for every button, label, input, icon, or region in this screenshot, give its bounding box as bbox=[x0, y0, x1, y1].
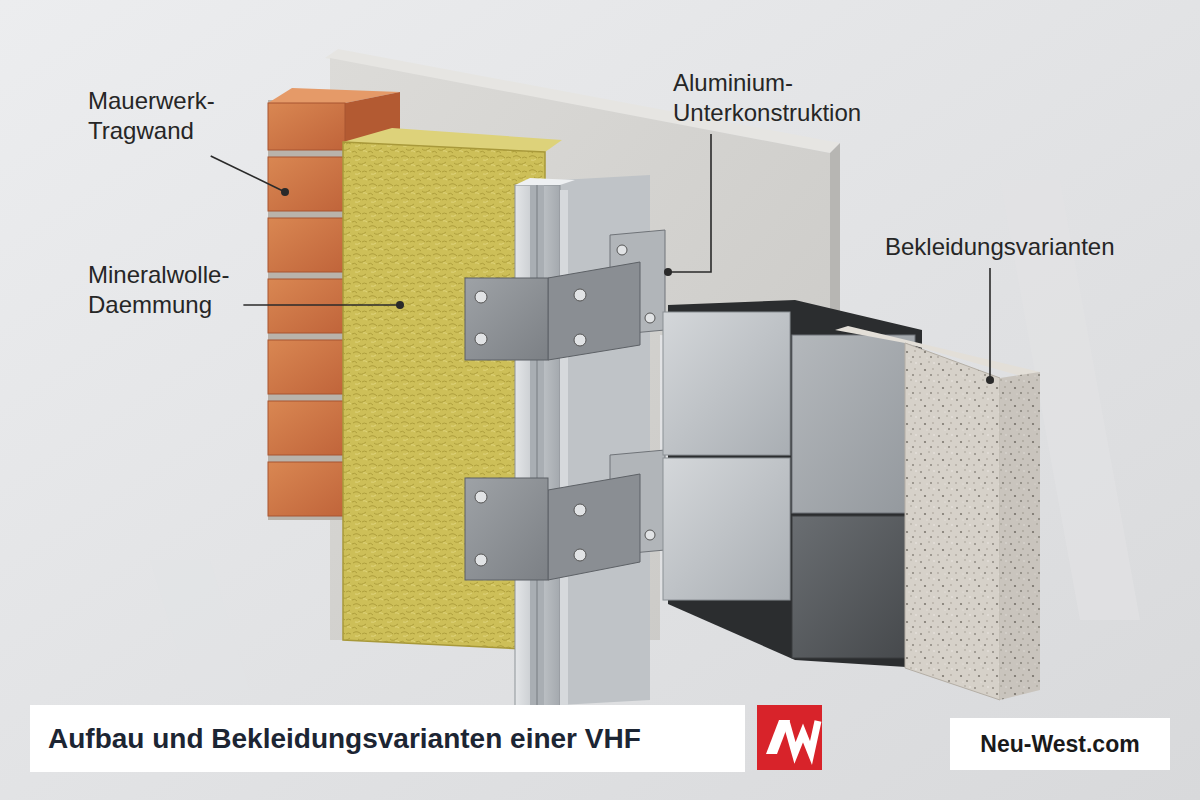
leader-dot bbox=[986, 376, 994, 384]
brick-wall-part bbox=[268, 401, 345, 455]
brand-text: Neu-West.com bbox=[980, 731, 1139, 758]
title-bar: Aufbau und Bekleidungsvarianten einer VH… bbox=[30, 705, 745, 772]
bracket-upper-part bbox=[617, 245, 627, 255]
cladding-panels-part bbox=[663, 458, 790, 600]
bracket-upper-part bbox=[475, 291, 487, 303]
aluminium-profile-part bbox=[536, 185, 538, 715]
bracket-upper bbox=[465, 230, 665, 360]
brand-box: Neu-West.com bbox=[950, 718, 1170, 770]
callout-label: Bekleidungsvarianten bbox=[885, 232, 1115, 262]
leader-dot bbox=[281, 188, 289, 196]
leader-line bbox=[989, 268, 991, 380]
bracket-lower bbox=[465, 450, 665, 580]
callout-label: Aluminium- Unterkonstruktion bbox=[673, 68, 861, 128]
leader-dot bbox=[396, 301, 404, 309]
leader-line bbox=[211, 156, 285, 192]
bracket-upper-part bbox=[574, 289, 586, 301]
brick-wall-part bbox=[268, 340, 345, 394]
bracket-upper-part bbox=[574, 334, 586, 346]
bracket-lower-part bbox=[475, 554, 487, 566]
background-part bbox=[150, 560, 250, 690]
granite-panel-part bbox=[905, 343, 1000, 700]
aluminium-profile-part bbox=[530, 185, 544, 715]
granite-panel bbox=[835, 326, 1040, 700]
leader-line bbox=[243, 304, 400, 306]
leader-dot bbox=[664, 268, 672, 276]
bracket-lower-part bbox=[548, 474, 640, 580]
title-text: Aufbau und Bekleidungsvarianten einer VH… bbox=[48, 723, 641, 755]
brick-wall-part bbox=[268, 462, 345, 516]
bracket-lower-part bbox=[475, 491, 487, 503]
logo-mark bbox=[757, 705, 822, 770]
aluminium-profile-part bbox=[515, 178, 575, 185]
brick-wall-part bbox=[268, 100, 345, 520]
bracket-upper-part bbox=[645, 313, 655, 323]
brick-wall-part bbox=[268, 103, 345, 150]
bracket-upper-part bbox=[465, 278, 548, 360]
cladding-panels-part bbox=[792, 335, 915, 513]
cladding-panels-part bbox=[792, 516, 915, 658]
aluminium-profile-part bbox=[515, 185, 560, 715]
leader-line bbox=[668, 134, 711, 272]
logo-mark-part bbox=[757, 705, 822, 770]
bracket-upper-part bbox=[548, 262, 640, 360]
bracket-upper-part bbox=[475, 333, 487, 345]
aluminium-profile-part bbox=[560, 190, 568, 710]
brick-wall-part bbox=[268, 279, 345, 333]
callout-label: Mauerwerk- Tragwand bbox=[88, 86, 215, 146]
bracket-lower-part bbox=[645, 530, 655, 540]
bracket-lower-part bbox=[465, 478, 548, 580]
granite-panel-part bbox=[1000, 372, 1040, 700]
brick-wall-part bbox=[268, 157, 345, 211]
brick-wall-part bbox=[268, 218, 345, 272]
logo-mark-part bbox=[786, 721, 818, 753]
cladding-panels bbox=[663, 300, 922, 668]
cladding-panels-part bbox=[663, 312, 790, 455]
bracket-lower-part bbox=[574, 549, 586, 561]
bracket-lower-part bbox=[574, 504, 586, 516]
callout-label: Mineralwolle- Daemmung bbox=[88, 260, 229, 320]
granite-panel-part bbox=[1000, 372, 1040, 700]
